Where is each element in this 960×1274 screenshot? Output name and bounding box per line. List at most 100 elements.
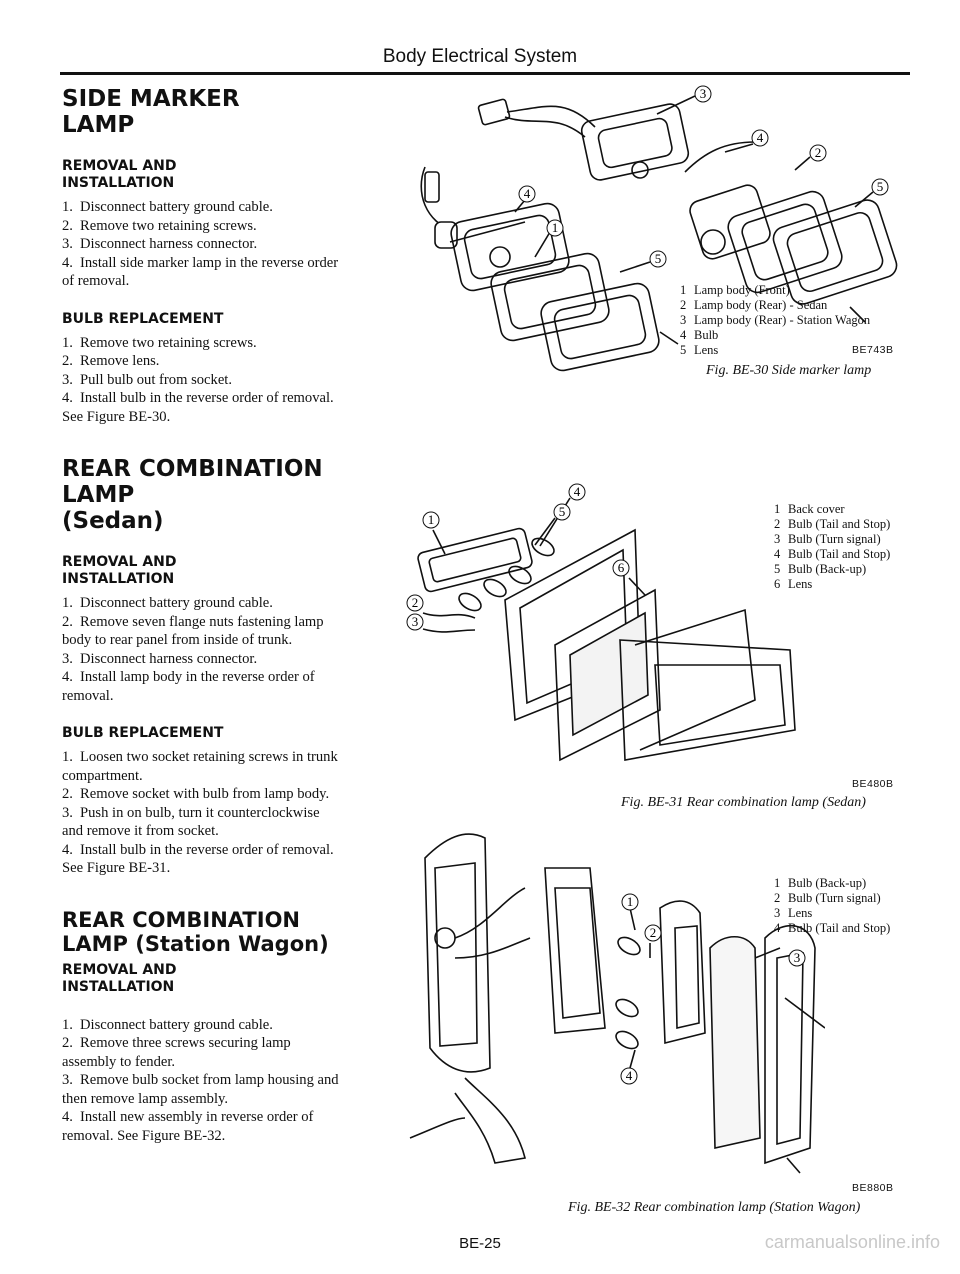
leader-line — [422, 612, 476, 619]
fig31-callouts: 1 2 3 4 5 6 — [406, 483, 630, 631]
leader-line — [724, 143, 754, 153]
callout-circle — [694, 85, 712, 103]
lens-frame — [764, 924, 816, 1165]
wire — [454, 887, 526, 939]
socket — [424, 171, 440, 203]
callout-circle — [751, 129, 769, 147]
rear-sedan-drawing — [417, 497, 796, 762]
step-item: 4.Install lamp body in the reverse order… — [62, 669, 315, 704]
bulb-back-up — [531, 537, 555, 557]
leader-line — [619, 261, 651, 273]
wire — [684, 141, 756, 173]
callout-label: 4 — [524, 186, 531, 201]
step-item: 3.Disconnect harness connector. — [62, 236, 258, 252]
figure-code: BE480B — [852, 778, 894, 790]
lamp-body-inner — [741, 203, 829, 281]
callout-label: 2 — [412, 595, 419, 610]
callout-label: 5 — [877, 179, 884, 194]
figure-caption: Fig. BE-31 Rear combination lamp (Sedan) — [621, 795, 866, 810]
figure-rear-combination-wagon: 1 2 3 4 — [409, 833, 825, 1174]
page-number: BE-25 — [459, 1235, 501, 1252]
bulb-tail-stop — [615, 1030, 639, 1050]
gasket — [554, 588, 661, 762]
lamp-housing-inner — [554, 887, 601, 1019]
lamp-body-rear-wagon — [580, 103, 690, 181]
subsection-title-removal: REMOVAL AND INSTALLATION — [62, 158, 177, 191]
fender-panel — [424, 833, 491, 1073]
callout-circle — [649, 250, 667, 268]
rear-sedan-removal-steps: 1.Disconnect battery ground cable. 2.Rem… — [62, 594, 344, 705]
page-header-title: Body Electrical System — [382, 46, 578, 67]
figure-rear-combination-sedan: 1 2 3 4 5 6 — [406, 483, 796, 762]
harness-connector — [477, 98, 511, 126]
leader-line — [432, 529, 446, 555]
figure-caption: Fig. BE-32 Rear combination lamp (Statio… — [568, 1200, 861, 1215]
wire — [504, 116, 586, 138]
callout-circle — [422, 511, 440, 529]
wire — [449, 221, 526, 243]
lamp-body-front — [450, 202, 570, 292]
lamp-body-rear-sedan — [689, 184, 771, 260]
figure-caption: Fig. BE-30 Side marker lamp — [706, 363, 872, 378]
callout-circle — [620, 1067, 638, 1085]
callout-circle — [871, 178, 889, 196]
wire — [506, 105, 596, 128]
screw — [849, 306, 866, 323]
wire — [454, 937, 531, 959]
callout-circle — [518, 185, 536, 203]
lens-panel — [709, 935, 761, 1149]
subsection-title-bulb: BULB REPLACEMENT — [62, 310, 224, 327]
callout-circle — [568, 483, 586, 501]
step-item: 3.Disconnect harness connector. — [62, 650, 258, 667]
fig30-callouts: 1 2 3 4 4 5 5 — [518, 85, 889, 268]
lamp-body-rear — [727, 190, 843, 294]
step-item: 1.Disconnect battery ground cable. — [62, 199, 273, 215]
bulb-turn-signal — [458, 592, 482, 612]
bulb-turn-signal — [615, 998, 639, 1018]
leader-line — [628, 577, 646, 596]
callout-circle — [406, 594, 424, 612]
side-marker-drawing — [420, 95, 898, 372]
callout-circle — [644, 924, 662, 942]
section-title-rear-sedan: REAR COMBINATION LAMP (Sedan) — [62, 456, 323, 534]
callout-label: 3 — [412, 614, 419, 629]
leader-line — [422, 628, 476, 633]
subsection-title-removal: REMOVAL AND INSTALLATION — [62, 554, 177, 587]
leader-line — [534, 231, 551, 258]
callout-circle — [612, 559, 630, 577]
body-line — [409, 1117, 466, 1139]
rear-sedan-bulb-steps: 1.Loosen two socket retaining screws in … — [62, 748, 344, 878]
callout-circle — [553, 503, 571, 521]
callout-label: 1 — [552, 220, 559, 235]
subsection-title-removal: REMOVAL AND INSTALLATION — [62, 961, 177, 995]
side-marker-bulb-steps: 1.Remove two retaining screws. 2.Remove … — [62, 334, 344, 427]
fig32-callouts: 1 2 3 4 — [620, 893, 806, 1085]
lens-frame-inner — [776, 952, 804, 1146]
step-item: 1.Disconnect battery ground cable. — [62, 595, 273, 611]
section-title-rear-wagon: REAR COMBINATION LAMP (Station Wagon) — [62, 907, 329, 956]
step-item: 4.Install bulb in the reverse order of r… — [62, 390, 334, 425]
bulb — [631, 161, 649, 179]
callout-circle — [621, 893, 639, 911]
lens-gasket — [634, 608, 756, 751]
socket — [434, 927, 456, 949]
section-title-side-marker: SIDE MARKER LAMP — [62, 86, 240, 138]
callout-label: 5 — [655, 251, 662, 266]
step-item: 3.Pull bulb out from socket. — [62, 371, 233, 388]
step-item: 3.Push in on bulb, turn it counterclockw… — [62, 804, 320, 840]
lamp-housing — [544, 867, 606, 1034]
lens-frame — [619, 639, 796, 761]
step-item: 4.Install bulb in the reverse order of r… — [62, 841, 334, 877]
step-item: 2.Remove socket with bulb from lamp body… — [62, 786, 330, 802]
figure-code: BE743B — [852, 344, 894, 356]
step-item: 2.Remove lens. — [62, 353, 160, 369]
bulb-back-up — [617, 936, 641, 956]
